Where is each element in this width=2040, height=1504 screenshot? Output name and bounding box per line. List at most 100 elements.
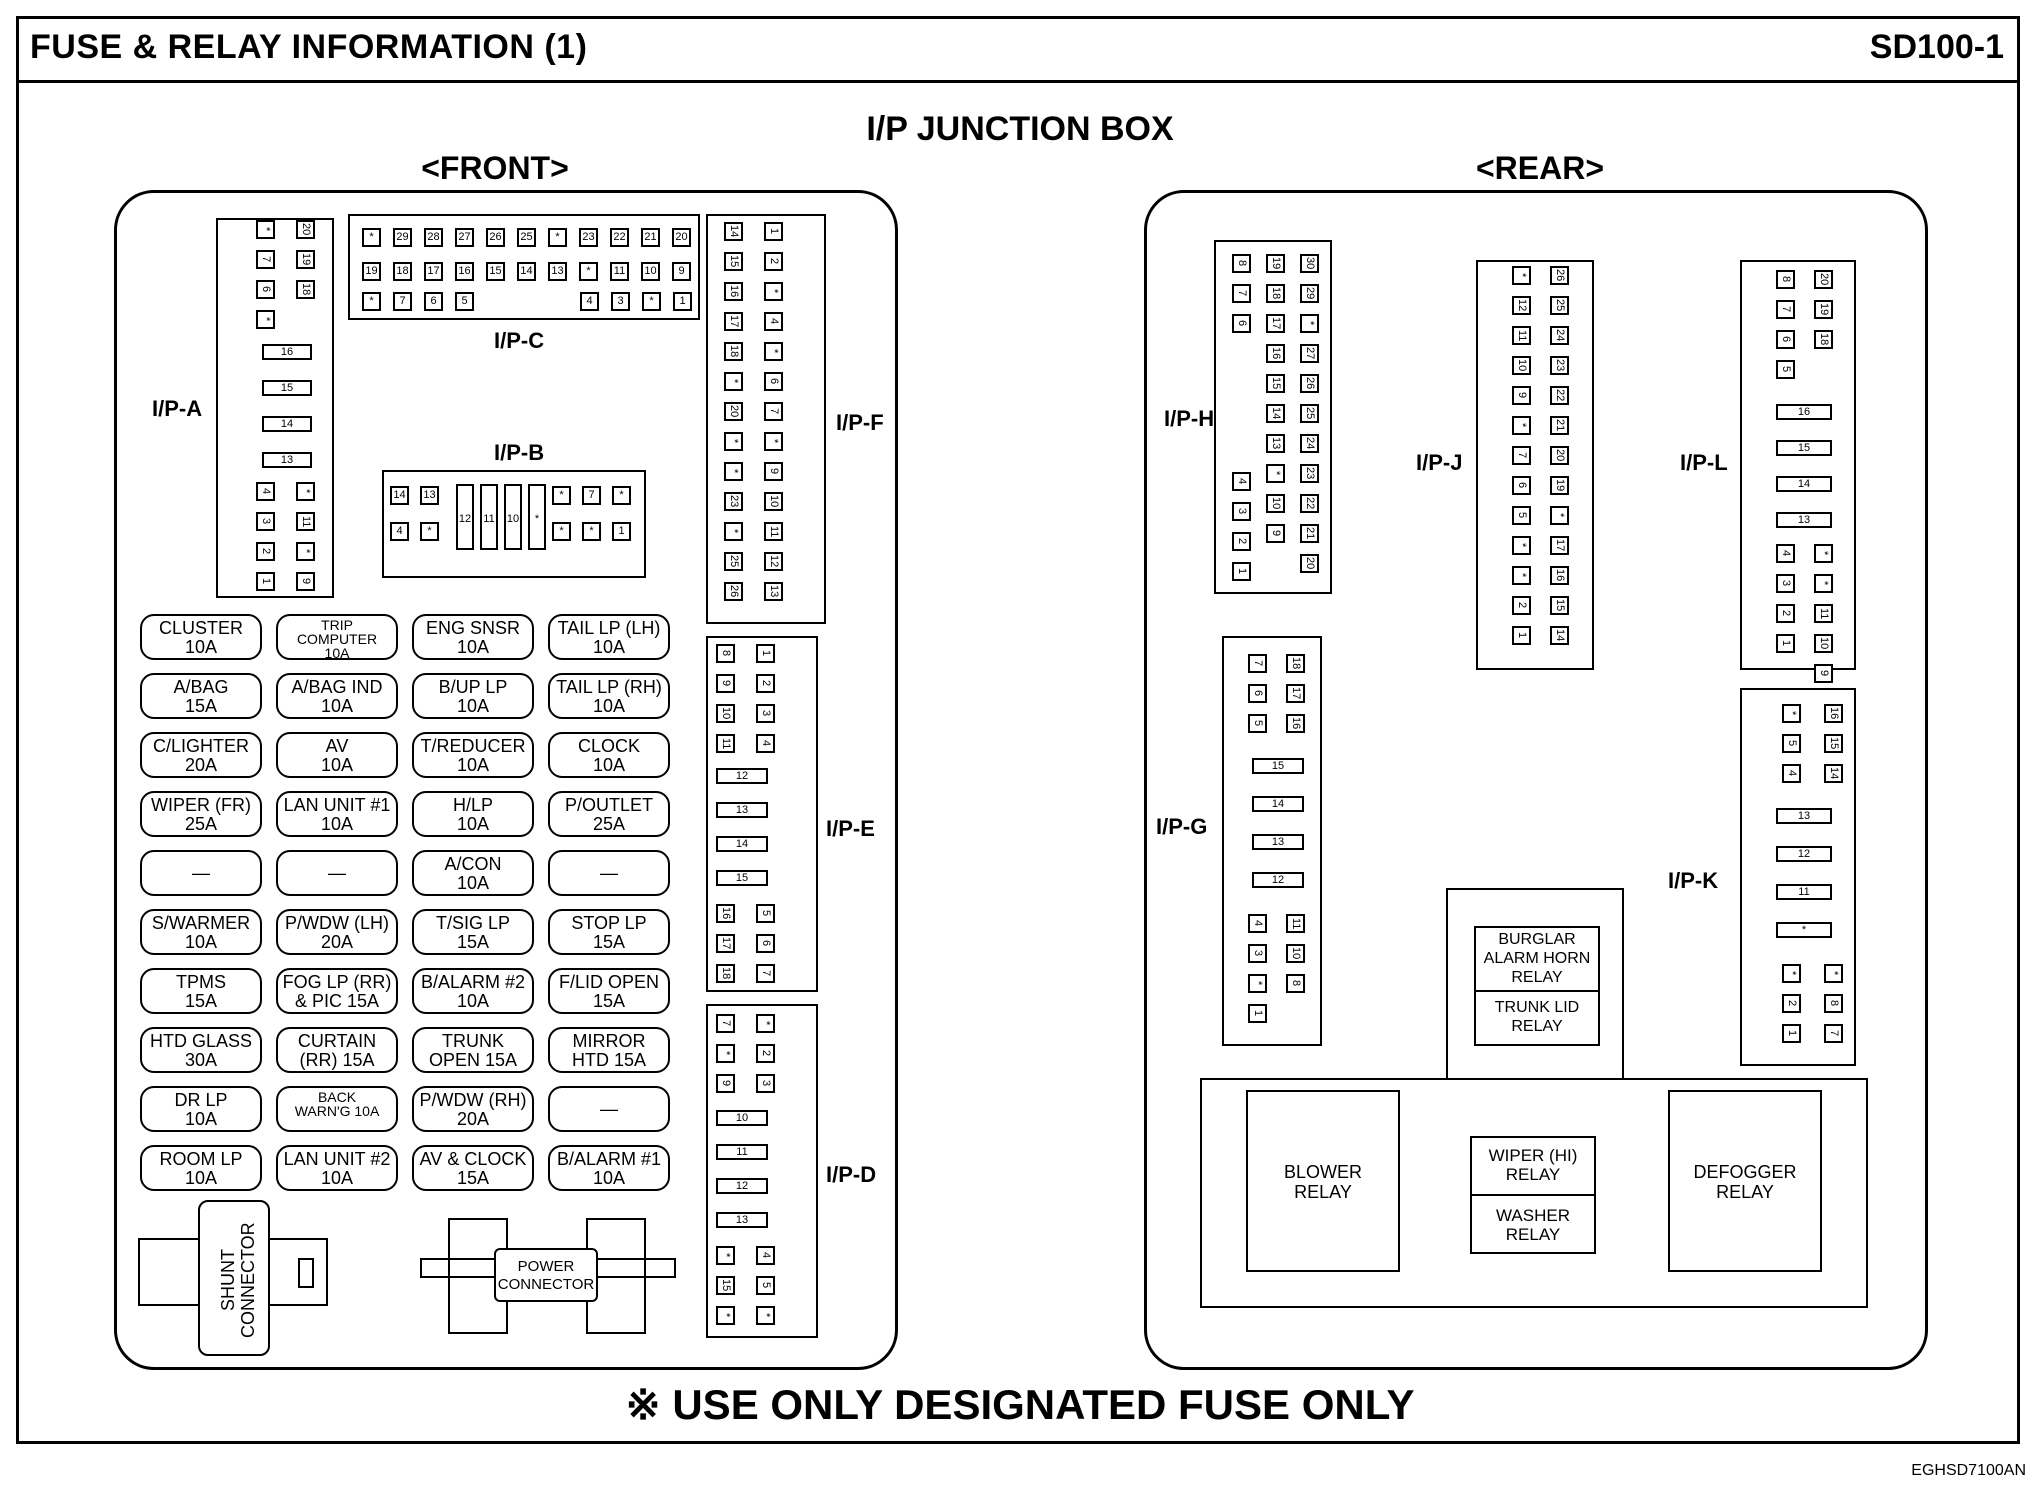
ipe-pin: 18 bbox=[716, 964, 735, 983]
fuse-slot: T/REDUCER 10A bbox=[412, 732, 534, 778]
ipf-pin: 17 bbox=[724, 312, 743, 331]
ipe-pin: 2 bbox=[756, 674, 775, 693]
fuse-slot: BACK WARN'G 10A bbox=[276, 1086, 398, 1132]
ipg-pin: 17 bbox=[1286, 684, 1305, 703]
ipf-pin: 4 bbox=[764, 312, 783, 331]
ipf-pin: 1 bbox=[764, 222, 783, 241]
ipd-pin: 3 bbox=[756, 1074, 775, 1093]
fuse-slot: HTD GLASS 30A bbox=[140, 1027, 262, 1073]
ipj-pin: 5 bbox=[1512, 506, 1531, 525]
fuse-slot: H/LP 10A bbox=[412, 791, 534, 837]
ipg-pin: 5 bbox=[1248, 714, 1267, 733]
ipc-pin: 15 bbox=[486, 262, 505, 281]
ipl-slot: 14 bbox=[1776, 476, 1832, 492]
ipa-pin: * bbox=[256, 310, 275, 329]
diagram-frame bbox=[16, 16, 2020, 1444]
ipf-pin: * bbox=[764, 282, 783, 301]
ipg-pin: 18 bbox=[1286, 654, 1305, 673]
ipb-slot: * bbox=[528, 484, 546, 550]
ipf-pin: * bbox=[724, 432, 743, 451]
ipk-pin: * bbox=[1782, 704, 1801, 723]
ipb-pin: * bbox=[582, 522, 601, 541]
ipf-pin: 11 bbox=[764, 522, 783, 541]
ipl-slot: 15 bbox=[1776, 440, 1832, 456]
connector-ipl bbox=[1740, 260, 1856, 670]
iph-pin: 9 bbox=[1266, 524, 1285, 543]
ipd-label: I/P-D bbox=[826, 1162, 877, 1187]
iph-pin: 6 bbox=[1232, 314, 1251, 333]
ipb-pin: 7 bbox=[582, 486, 601, 505]
iph-pin: * bbox=[1300, 314, 1319, 333]
ipg-slot: 12 bbox=[1252, 872, 1304, 888]
ipj-pin: 23 bbox=[1550, 356, 1569, 375]
ipd-slot: 11 bbox=[716, 1144, 768, 1160]
ipg-label: I/P-G bbox=[1156, 814, 1208, 839]
ipb-pin: * bbox=[552, 522, 571, 541]
ipj-pin: 9 bbox=[1512, 386, 1531, 405]
ipc-pin: * bbox=[362, 292, 381, 311]
ipc-pin: * bbox=[548, 228, 567, 247]
ipc-pin: 25 bbox=[517, 228, 536, 247]
fuse-slot: — bbox=[276, 850, 398, 896]
ipl-pin: 2 bbox=[1776, 604, 1795, 623]
ipa-pin: 2 bbox=[256, 542, 275, 561]
fuse-slot: — bbox=[548, 1086, 670, 1132]
ipf-pin: 25 bbox=[724, 552, 743, 571]
ipe-pin: 4 bbox=[756, 734, 775, 753]
ipc-pin: 4 bbox=[580, 292, 599, 311]
ipf-pin: 15 bbox=[724, 252, 743, 271]
ipl-label: I/P-L bbox=[1680, 450, 1728, 475]
fuse-slot: TRUNK OPEN 15A bbox=[412, 1027, 534, 1073]
fuse-slot: P/WDW (LH) 20A bbox=[276, 909, 398, 955]
ipg-slot: 13 bbox=[1252, 834, 1304, 850]
ipj-pin: 2 bbox=[1512, 596, 1531, 615]
fuse-slot: STOP LP 15A bbox=[548, 909, 670, 955]
washer-relay: WASHER RELAY bbox=[1470, 1194, 1596, 1254]
ipl-pin: 5 bbox=[1776, 360, 1795, 379]
iph-pin: 8 bbox=[1232, 254, 1251, 273]
ipc-pin: 21 bbox=[641, 228, 660, 247]
relay-housing-top bbox=[1446, 888, 1624, 1078]
ipk-pin: 5 bbox=[1782, 734, 1801, 753]
ipa-pin: 1 bbox=[256, 572, 275, 591]
ipd-pin: 4 bbox=[756, 1246, 775, 1265]
ipd-pin: 9 bbox=[716, 1074, 735, 1093]
ipg-slot: 15 bbox=[1252, 758, 1304, 774]
ipj-pin: 16 bbox=[1550, 566, 1569, 585]
fuse-slot: CLUSTER 10A bbox=[140, 614, 262, 660]
ipa-pin: 4 bbox=[256, 482, 275, 501]
ipb-pin: * bbox=[612, 486, 631, 505]
ipd-slot: 13 bbox=[716, 1212, 768, 1228]
ipe-pin: 3 bbox=[756, 704, 775, 723]
ipl-pin: 4 bbox=[1776, 544, 1795, 563]
ipb-pin: 1 bbox=[612, 522, 631, 541]
iph-pin: 21 bbox=[1300, 524, 1319, 543]
ipg-pin: 16 bbox=[1286, 714, 1305, 733]
ipl-pin: 7 bbox=[1776, 300, 1795, 319]
ipc-pin: * bbox=[362, 228, 381, 247]
ipe-pin: 7 bbox=[756, 964, 775, 983]
fuse-slot: AV 10A bbox=[276, 732, 398, 778]
ipb-slot: 12 bbox=[456, 484, 474, 550]
ipl-pin: 8 bbox=[1776, 270, 1795, 289]
ipc-pin: 3 bbox=[611, 292, 630, 311]
ipj-pin: 24 bbox=[1550, 326, 1569, 345]
ipd-pin: 15 bbox=[716, 1276, 735, 1295]
ipj-pin: 10 bbox=[1512, 356, 1531, 375]
header-divider bbox=[16, 80, 2020, 83]
ipj-pin: 21 bbox=[1550, 416, 1569, 435]
ipa-pin: * bbox=[296, 542, 315, 561]
ipf-pin: 20 bbox=[724, 402, 743, 421]
ipj-pin: 14 bbox=[1550, 626, 1569, 645]
ipb-pin: * bbox=[420, 522, 439, 541]
ipj-pin: 6 bbox=[1512, 476, 1531, 495]
iph-pin: 16 bbox=[1266, 344, 1285, 363]
ipf-pin: 26 bbox=[724, 582, 743, 601]
ipj-pin: * bbox=[1512, 566, 1531, 585]
fuse-slot: P/WDW (RH) 20A bbox=[412, 1086, 534, 1132]
ipj-pin: 15 bbox=[1550, 596, 1569, 615]
ipc-pin: 1 bbox=[673, 292, 692, 311]
iph-pin: 3 bbox=[1232, 502, 1251, 521]
ipf-pin: * bbox=[724, 372, 743, 391]
ipc-pin: 11 bbox=[610, 262, 629, 281]
